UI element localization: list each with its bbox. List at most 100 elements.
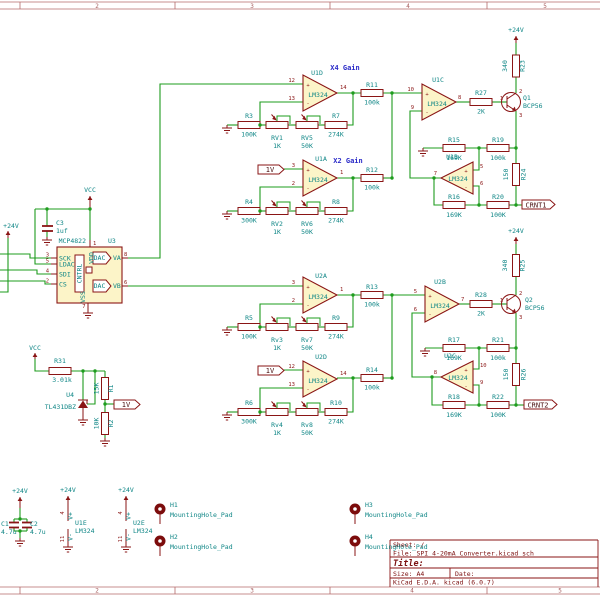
opamp-U2C[interactable] (439, 360, 474, 394)
resistor-R23[interactable] (512, 54, 520, 78)
dac-b-block[interactable] (92, 279, 112, 293)
pot-body[interactable] (265, 121, 289, 129)
opamp-U1B[interactable] (439, 161, 474, 195)
resistor-R4[interactable] (237, 207, 261, 215)
potentiometer-RV1[interactable] (265, 114, 291, 129)
u4-tl431-triangle[interactable] (78, 400, 88, 409)
dac-u3-body[interactable] (56, 246, 123, 304)
resistor-R15[interactable] (442, 144, 466, 152)
wire[interactable] (128, 83, 303, 259)
resistor-R3[interactable] (237, 121, 261, 129)
potentiometer-Rv3[interactable] (265, 316, 291, 331)
resistor-R12[interactable] (360, 174, 384, 182)
resistor-R10[interactable] (324, 408, 348, 416)
resistor-R5[interactable] (237, 323, 261, 331)
resistor-R16[interactable] (442, 201, 466, 209)
wire[interactable] (259, 303, 303, 327)
pot-body[interactable] (295, 121, 319, 129)
pot-body[interactable] (265, 323, 289, 331)
opamp-U1A[interactable] (302, 159, 339, 197)
resistor-R17[interactable] (442, 344, 466, 352)
wire[interactable] (409, 110, 441, 179)
resistor-R9[interactable] (324, 323, 348, 331)
resistor-R6[interactable] (237, 408, 261, 416)
wire[interactable] (0, 253, 51, 259)
pot-body[interactable] (265, 207, 289, 215)
pot-body[interactable] (295, 207, 319, 215)
transistor-body[interactable] (501, 294, 521, 314)
potentiometer-RV2[interactable] (265, 200, 291, 215)
dac-por-block[interactable] (85, 266, 93, 274)
resistor-R31[interactable] (48, 367, 72, 375)
wire[interactable] (0, 238, 9, 293)
power-label: +24V (118, 486, 134, 494)
wire[interactable] (34, 209, 51, 265)
pot-body[interactable] (265, 408, 289, 416)
dac-a-block[interactable] (92, 251, 112, 265)
wire[interactable] (34, 359, 49, 372)
resistor-R19[interactable] (486, 144, 510, 152)
field-label: 100k (364, 99, 380, 107)
opamp-U2A[interactable] (302, 276, 339, 314)
potentiometer-Rv4[interactable] (265, 401, 291, 416)
transistor-Q1[interactable] (501, 92, 521, 112)
resistor-R28[interactable] (469, 300, 493, 308)
mounting-hole-H3[interactable] (349, 503, 361, 515)
resistor-R8[interactable] (324, 207, 348, 215)
pot-body[interactable] (295, 323, 319, 331)
opamp-U2D[interactable] (302, 360, 339, 398)
potentiometer-Rv7[interactable] (295, 316, 321, 331)
wire[interactable] (473, 384, 480, 405)
wire[interactable] (431, 377, 443, 406)
wire[interactable] (259, 186, 303, 211)
wire[interactable] (473, 148, 480, 171)
wire[interactable] (347, 295, 354, 328)
opamp-U1D[interactable] (302, 74, 339, 112)
resistor-R11[interactable] (360, 89, 384, 97)
resistor-R22[interactable] (486, 401, 510, 409)
wire[interactable] (473, 185, 480, 205)
net-label-1v-c[interactable] (113, 399, 141, 410)
transistor-body[interactable] (501, 92, 521, 112)
potentiometer-RV6[interactable] (295, 200, 321, 215)
net-label-crnt1[interactable] (521, 199, 556, 210)
wire[interactable] (347, 93, 354, 126)
resistor-R2[interactable] (101, 412, 109, 435)
resistor-R18[interactable] (442, 401, 466, 409)
mounting-hole-H1[interactable] (154, 503, 166, 515)
wire[interactable] (87, 371, 96, 405)
wire[interactable] (0, 280, 51, 285)
mounting-hole-H4[interactable] (349, 535, 361, 547)
opamp-U1C[interactable] (421, 83, 458, 121)
wire[interactable] (259, 387, 303, 412)
resistor-R25[interactable] (512, 254, 520, 277)
dac-cntrl-block[interactable] (74, 254, 85, 293)
resistor-R20[interactable] (486, 201, 510, 209)
resistor-R7[interactable] (324, 121, 348, 129)
resistor-R26[interactable] (512, 363, 520, 386)
wire[interactable] (433, 178, 443, 206)
transistor-Q2[interactable] (501, 294, 521, 314)
wire[interactable] (347, 378, 354, 413)
wire[interactable] (259, 101, 303, 125)
potentiometer-Rv8[interactable] (295, 401, 321, 416)
net-label-1v-b[interactable] (257, 365, 285, 376)
resistor-R24[interactable] (512, 163, 520, 186)
potentiometer-RV5[interactable] (295, 114, 321, 129)
wire[interactable] (473, 348, 480, 370)
pot-body[interactable] (295, 408, 319, 416)
net-label-1v-a[interactable] (257, 164, 285, 175)
resistor-R1[interactable] (101, 377, 109, 400)
resistor-R14[interactable] (360, 374, 384, 382)
wire[interactable] (411, 312, 441, 378)
mounting-hole-H2[interactable] (154, 535, 166, 547)
wire[interactable] (347, 178, 354, 212)
pin-number: 1 (93, 241, 96, 247)
resistor-R13[interactable] (360, 291, 384, 299)
opamp-U2B[interactable] (424, 285, 461, 323)
resistor-R27[interactable] (469, 98, 493, 106)
resistor-R21[interactable] (486, 344, 510, 352)
wire[interactable] (0, 269, 51, 275)
net-label-crnt2[interactable] (523, 399, 558, 410)
